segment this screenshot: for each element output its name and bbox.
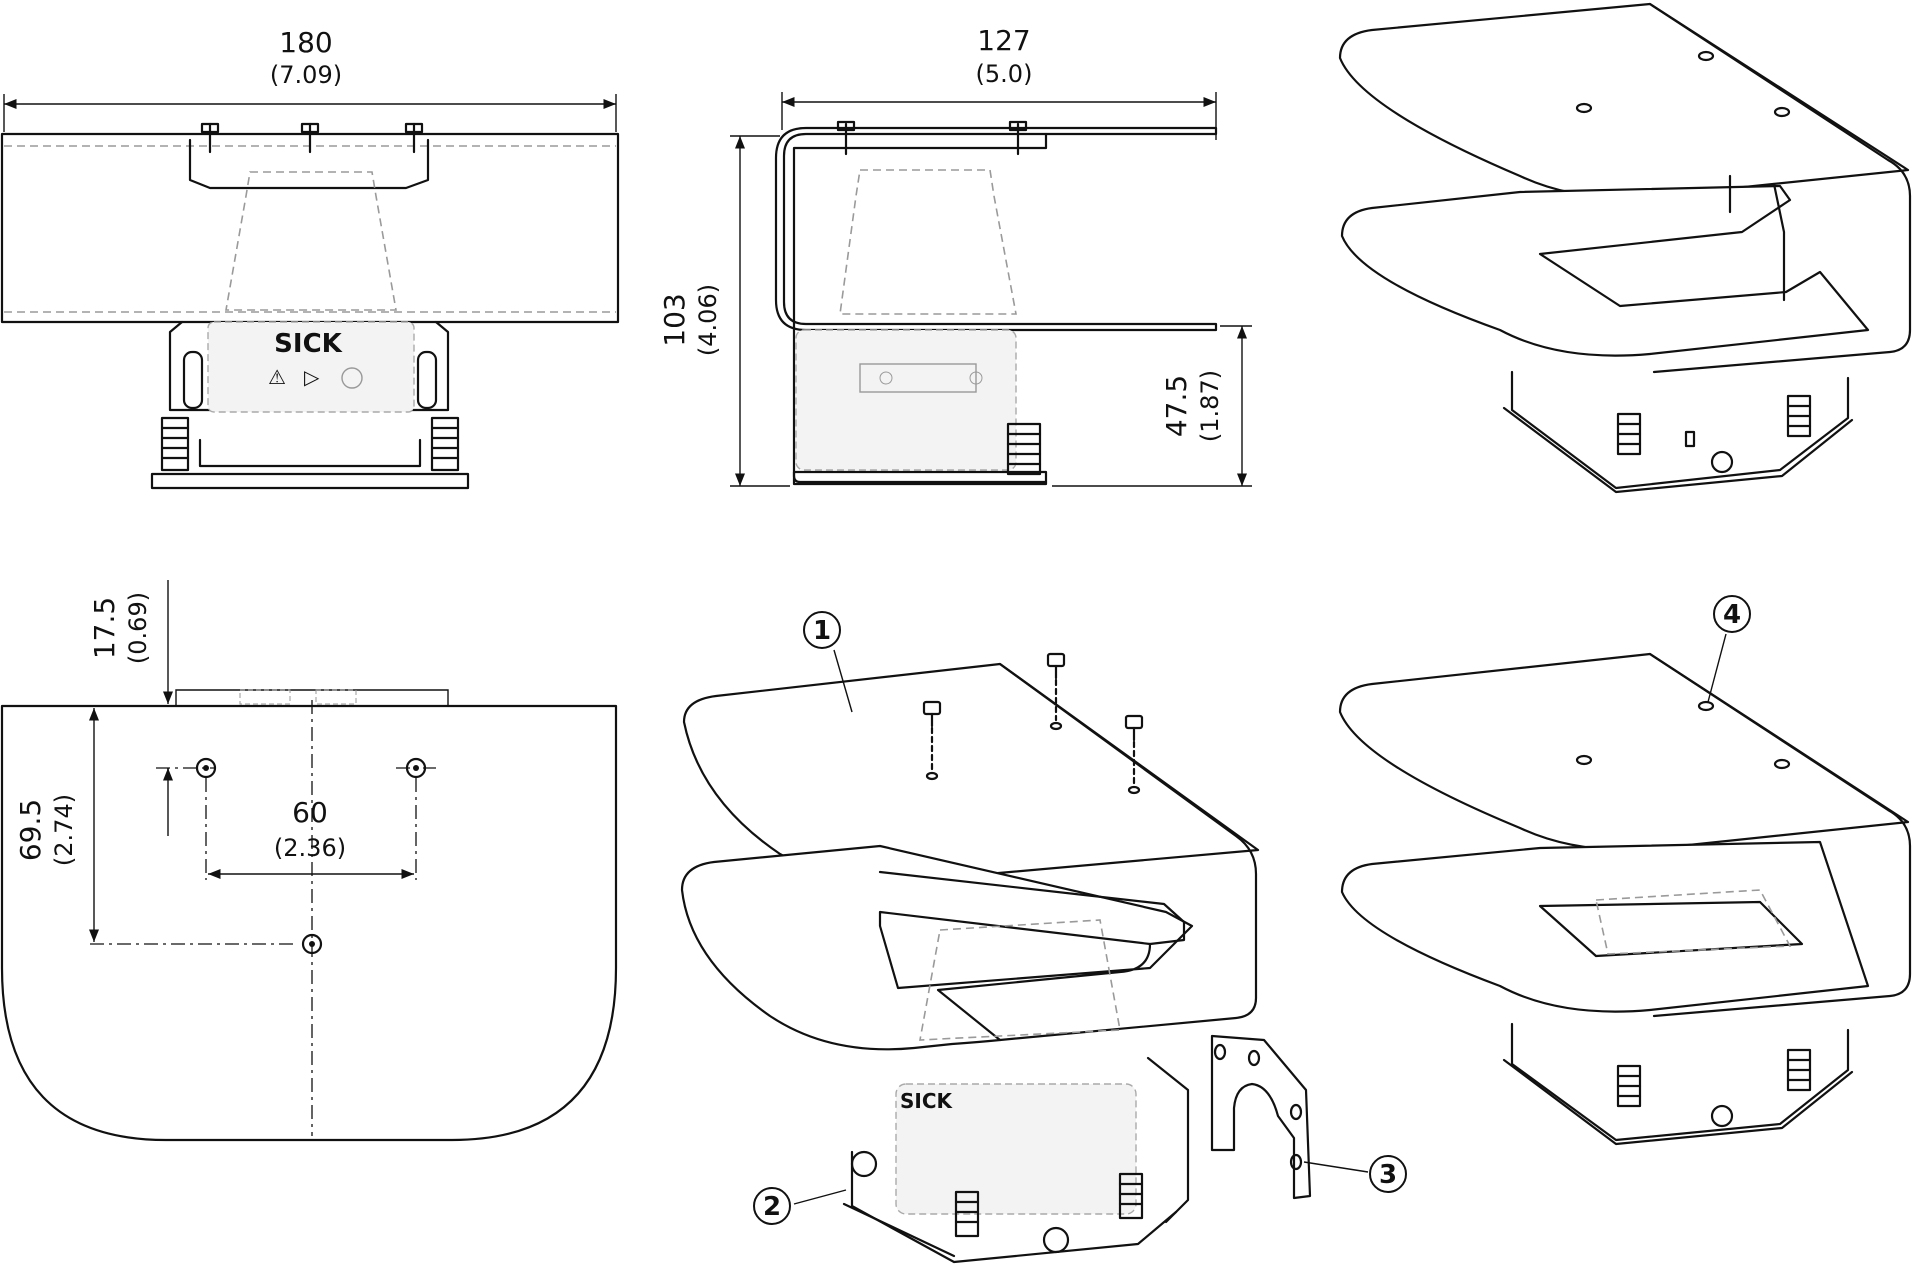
play-icon: ▷ <box>304 365 320 389</box>
springs-exploded <box>954 1172 1144 1238</box>
dim-offset-inch: (0.69) <box>124 592 152 664</box>
dim-hole-spacing-mm: 60 <box>292 796 328 829</box>
hood-top-plate-exploded <box>682 662 1260 883</box>
sick-logo-exploded: SICK <box>900 1089 954 1113</box>
dim-side-height-mm: 103 <box>658 293 691 346</box>
plan-view: 17.5 (0.69) 69.5 (2.74) 60 (2.36) <box>0 580 618 1142</box>
dim-side-width-inch: (5.0) <box>976 60 1033 88</box>
svg-text:2: 2 <box>763 1192 781 1222</box>
mounting-tab <box>188 138 430 190</box>
spring-side <box>1006 422 1042 476</box>
mounting-holes-plan <box>195 757 427 955</box>
sick-logo: SICK <box>274 329 342 359</box>
springs-iso-assembled <box>1616 394 1812 456</box>
front-view: 180 (7.09) SICK ⚠ ▷ <box>0 26 620 490</box>
hood-bottom-plate <box>1340 184 1870 357</box>
dim-offset-mm: 17.5 <box>88 597 121 659</box>
enter-icon <box>341 367 363 389</box>
slot-right <box>416 350 438 410</box>
dim-depth-inch: (2.74) <box>50 794 78 866</box>
hood-top-plate-right <box>1338 652 1910 851</box>
springs-front <box>160 416 460 472</box>
hood-top-plate <box>1338 2 1910 199</box>
dim-top-width-inch: (7.09) <box>270 61 342 89</box>
slot-left <box>182 350 204 410</box>
svg-text:1: 1 <box>813 616 831 646</box>
dim-lower-height-mm: 47.5 <box>1160 375 1193 437</box>
dim-depth-mm: 69.5 <box>14 799 47 861</box>
hood-front <box>0 132 620 324</box>
dim-side-width-mm: 127 <box>977 24 1030 57</box>
callout-4: 4 <box>1713 595 1751 633</box>
iso-view-assembled <box>1338 2 1912 494</box>
svg-text:4: 4 <box>1723 600 1741 630</box>
warning-icon: ⚠ <box>268 365 286 389</box>
dim-lower-height-inch: (1.87) <box>1196 370 1224 442</box>
dim-side-height-inch: (4.06) <box>694 284 722 356</box>
iso-view-with-scanner <box>1338 633 1912 1146</box>
base-plate-front <box>150 472 470 490</box>
callout-3: 3 <box>1369 1155 1407 1193</box>
dim-top-width-mm: 180 <box>279 26 332 59</box>
hood-bottom-plate-right <box>1340 840 1870 1013</box>
base-plate-side <box>792 470 1048 486</box>
dim-hole-spacing-inch: (2.36) <box>274 834 346 862</box>
callout-1: 1 <box>803 611 841 649</box>
side-view: 127 (5.0) 103 (4.06) 47.5 (1.87) <box>658 24 1252 487</box>
callout-2: 2 <box>753 1187 791 1225</box>
screws-exploded <box>922 652 1144 795</box>
springs-iso-right <box>1616 1048 1812 1108</box>
hood-side-profile <box>774 126 1218 332</box>
mounting-bracket <box>1210 1034 1312 1200</box>
svg-text:3: 3 <box>1379 1160 1397 1190</box>
iso-view-exploded: SICK <box>680 649 1369 1264</box>
hood-plan-outline <box>0 704 618 1142</box>
